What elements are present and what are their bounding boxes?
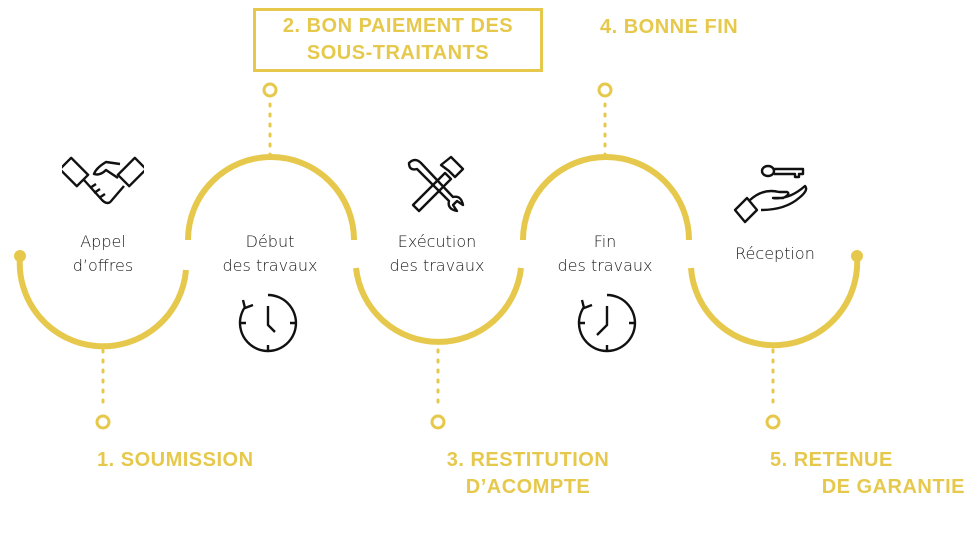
stage-label-line1: Fin — [593, 232, 617, 251]
milestone-5-retenue: 5. RETENUE DE GARANTIE — [760, 447, 965, 501]
milestone-dot-5 — [765, 414, 781, 430]
stage-appel-offres: Appel d’offres — [53, 230, 153, 278]
arc-start-dot — [14, 250, 26, 262]
milestone-2-paiement: 2. BON PAIEMENT DES SOUS-TRAITANTS — [253, 8, 543, 72]
milestone-3-restitution: 3. RESTITUTION D’ACOMPTE — [428, 447, 628, 501]
milestone-dot-1 — [95, 414, 111, 430]
milestone-label-line1: 4. BONNE FIN — [600, 16, 739, 38]
stage-label-line1: Appel — [80, 232, 126, 251]
milestone-label-line1: 2. BON PAIEMENT DES — [282, 15, 514, 37]
arc-end-dot — [851, 250, 863, 262]
milestone-label-line1: 5. RETENUE — [770, 449, 893, 471]
milestone-dot-2 — [262, 82, 278, 98]
milestone-label-line2: DE GARANTIE — [821, 476, 965, 498]
stage-label-line2: des travaux — [389, 256, 485, 275]
milestone-dot-3 — [430, 414, 446, 430]
key-in-hand-icon — [733, 164, 808, 224]
stage-label-line1: Exécution — [397, 232, 477, 251]
arc-3 — [353, 267, 524, 345]
stage-execution-travaux: Exécution des travaux — [377, 230, 497, 278]
stage-label-line1: Réception — [735, 244, 815, 263]
milestone-label-line2: D’ACOMPTE — [465, 476, 591, 498]
milestone-1-soumission: 1. SOUMISSION — [97, 447, 254, 474]
stage-label-line2: des travaux — [222, 256, 318, 275]
stage-label-line2: d’offres — [72, 256, 134, 275]
milestone-label-line1: 1. SOUMISSION — [97, 449, 254, 471]
milestone-dot-4 — [597, 82, 613, 98]
arc-2 — [185, 154, 357, 241]
stage-fin-travaux: Fin des travaux — [545, 230, 665, 278]
stage-label-line1: Début — [245, 232, 295, 251]
clock-icon — [577, 293, 637, 353]
handshake-icon — [62, 156, 144, 205]
arc-5 — [688, 255, 861, 349]
arc-1 — [16, 255, 189, 350]
milestone-4-bonne-fin: 4. BONNE FIN — [600, 14, 738, 41]
stage-label-line2: des travaux — [557, 256, 653, 275]
stage-reception: Réception — [715, 242, 835, 266]
stage-debut-travaux: Début des travaux — [210, 230, 330, 278]
clock-icon — [238, 293, 298, 353]
milestone-label-line1: 3. RESTITUTION — [446, 449, 610, 471]
tools-icon — [407, 155, 465, 213]
arc-4 — [520, 154, 692, 241]
milestone-label-line2: SOUS-TRAITANTS — [306, 42, 490, 64]
